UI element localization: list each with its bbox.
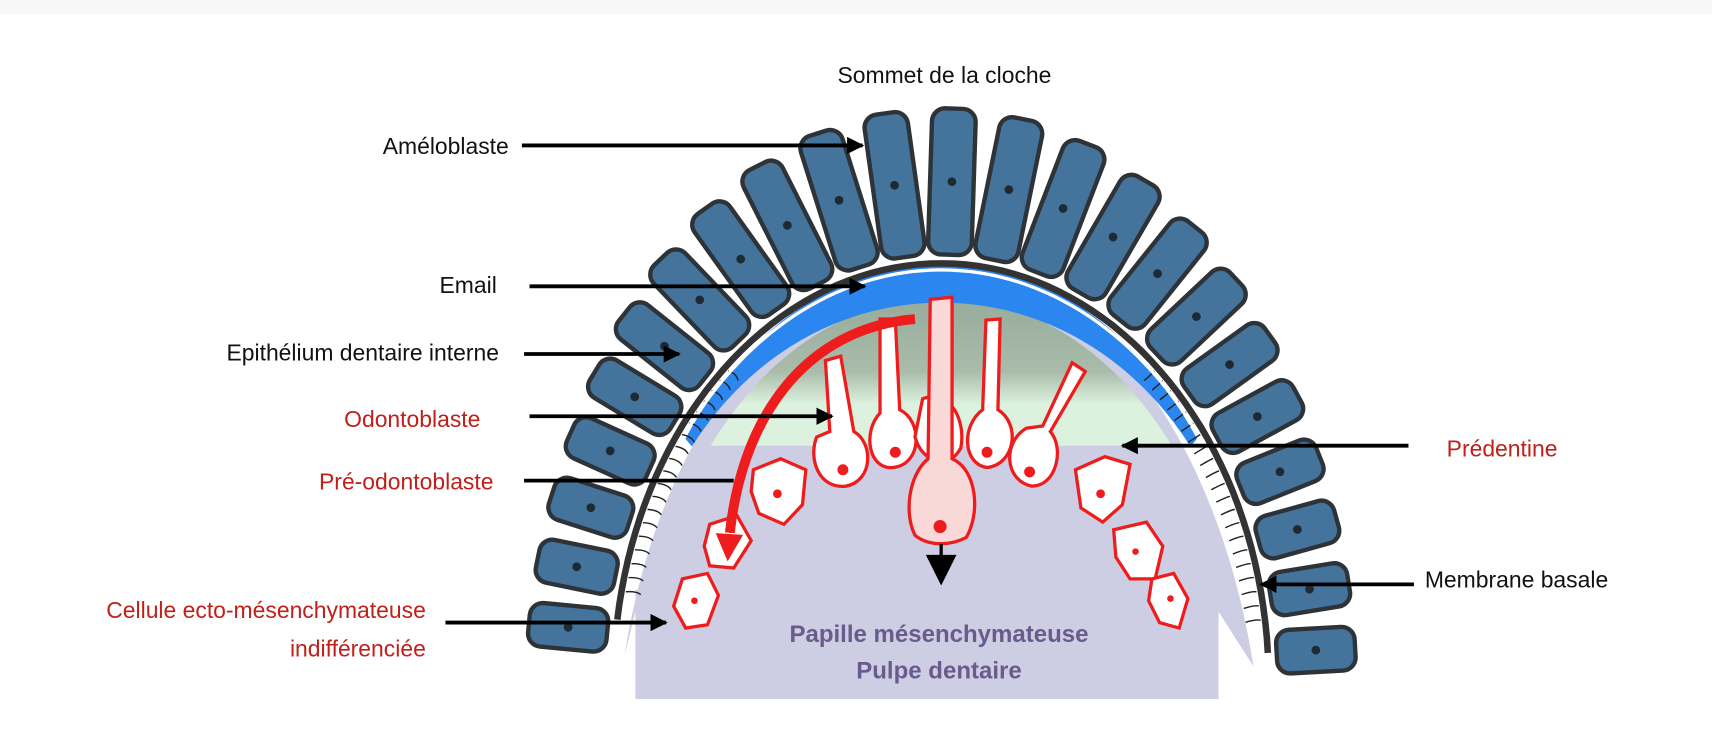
ameloblast-cell (546, 475, 636, 540)
ameloblast-cell (1273, 624, 1358, 676)
basement-membrane-fibers (625, 370, 1261, 623)
odontoblast-cell (966, 317, 1014, 470)
label-predentine: Prédentine (1447, 436, 1558, 462)
odontoblast-cell (812, 354, 870, 488)
odontoblast-cell (1008, 360, 1088, 488)
undifferentiated-cell (1146, 571, 1190, 631)
red-curved-arrow (728, 314, 916, 552)
ameloblast-cell (533, 537, 620, 596)
nucleus (1058, 204, 1068, 213)
membrane-fiber (1241, 590, 1257, 596)
pre-odontoblast-cell (1073, 454, 1132, 525)
enamel-layer (685, 263, 1197, 447)
ameloblast-cell (1179, 320, 1280, 409)
label-email: Email (440, 272, 497, 298)
undifferentiated-cell (671, 571, 721, 630)
odontoblast-center-cell (907, 295, 977, 546)
membrane-fiber (625, 590, 642, 596)
nucleus (630, 392, 640, 402)
nucleus (586, 503, 596, 513)
nucleus (1153, 269, 1162, 278)
membrane-fiber (1235, 562, 1251, 569)
membrane-fiber (657, 482, 672, 491)
nucleus (1192, 312, 1201, 321)
membrane-fiber (663, 470, 678, 478)
membrane-fiber (1243, 605, 1259, 610)
ameloblast-cell (862, 109, 927, 261)
nucleus (947, 177, 957, 187)
nucleus (563, 622, 573, 632)
nucleus (605, 446, 615, 456)
nucleus (1252, 412, 1262, 421)
ameloblast-cell (525, 600, 611, 654)
papilla-base (635, 589, 1219, 700)
membrane-fiber (1238, 576, 1254, 582)
membrane-fiber (669, 457, 683, 466)
membrane-fiber (1199, 457, 1214, 467)
nucleus (1225, 360, 1234, 369)
ameloblast-cell (1253, 498, 1342, 561)
label-cellule-line2: indifférenciée (290, 635, 426, 661)
nucleus (1293, 525, 1302, 534)
membrane-fiber (638, 535, 654, 542)
ameloblast-cell (1209, 378, 1306, 456)
membrane-fiber (647, 508, 662, 516)
membrane-fiber (1245, 619, 1261, 623)
ameloblast-cell (563, 415, 657, 487)
membrane-fiber (634, 549, 650, 555)
membrane-fiber (1215, 495, 1231, 503)
odontoblasts (812, 295, 1088, 546)
nucleus (834, 195, 844, 205)
ameloblast-cell (1144, 266, 1248, 367)
ameloblast-cell (925, 106, 978, 258)
nucleus (572, 562, 582, 572)
ameloblast-cell (1019, 137, 1107, 280)
label-epithelium: Epithélium dentaire interne (226, 340, 499, 366)
label-odontoblaste: Odontoblaste (344, 406, 480, 432)
membrane-fiber (652, 495, 667, 503)
down-arrow-icon (925, 543, 957, 586)
membrane-fiber (1205, 470, 1220, 479)
membrane-fiber (681, 433, 695, 443)
label-arrows (445, 136, 1414, 632)
membrane-fiber (1220, 508, 1235, 516)
ameloblast-cell (1234, 437, 1326, 507)
membrane-fiber (1228, 535, 1244, 542)
nucleus (890, 180, 899, 190)
membrane-fiber (628, 576, 644, 582)
nucleus (695, 295, 705, 305)
label-pre-odontoblaste: Pré-odontoblaste (319, 468, 493, 494)
nucleus (1305, 584, 1314, 594)
pre-odontoblast-cell (749, 457, 808, 527)
membrane-fiber (675, 445, 689, 455)
nucleus (1004, 185, 1014, 194)
odontoblast-cell (868, 317, 918, 470)
membrane-fiber (1187, 433, 1201, 444)
membrane-gap (688, 268, 1194, 427)
nucleus (1108, 232, 1118, 242)
label-ameloblaste: Améloblaste (383, 133, 509, 159)
pulp-label: Pulpe dentaire (856, 657, 1021, 684)
ameloblast-cell (1106, 216, 1209, 331)
membrane-fiber (1224, 521, 1240, 529)
membrane-fiber (1232, 549, 1248, 555)
top-strip (0, 0, 1712, 14)
ameloblast-cell (1064, 172, 1162, 302)
label-membrane-basale: Membrane basale (1425, 567, 1608, 593)
membrane-fiber (1210, 482, 1225, 491)
basement-membrane (614, 260, 1272, 654)
membrane-fiber (631, 562, 647, 568)
ameloblast-cell (973, 114, 1045, 265)
ameloblast-cell (798, 127, 880, 273)
nucleus (1275, 467, 1285, 477)
label-cellule-line1: Cellule ecto-mésenchymateuse (106, 597, 426, 623)
diagram-title: Sommet de la cloche (837, 62, 1051, 88)
papilla-label: Papille mésenchymateuse (789, 621, 1088, 648)
nucleus (1311, 645, 1321, 655)
nucleus (782, 220, 792, 230)
ameloblast-cell (1266, 560, 1353, 618)
nucleus (736, 254, 746, 264)
membrane-fiber (642, 521, 658, 529)
ameloblast-layer (525, 106, 1358, 676)
